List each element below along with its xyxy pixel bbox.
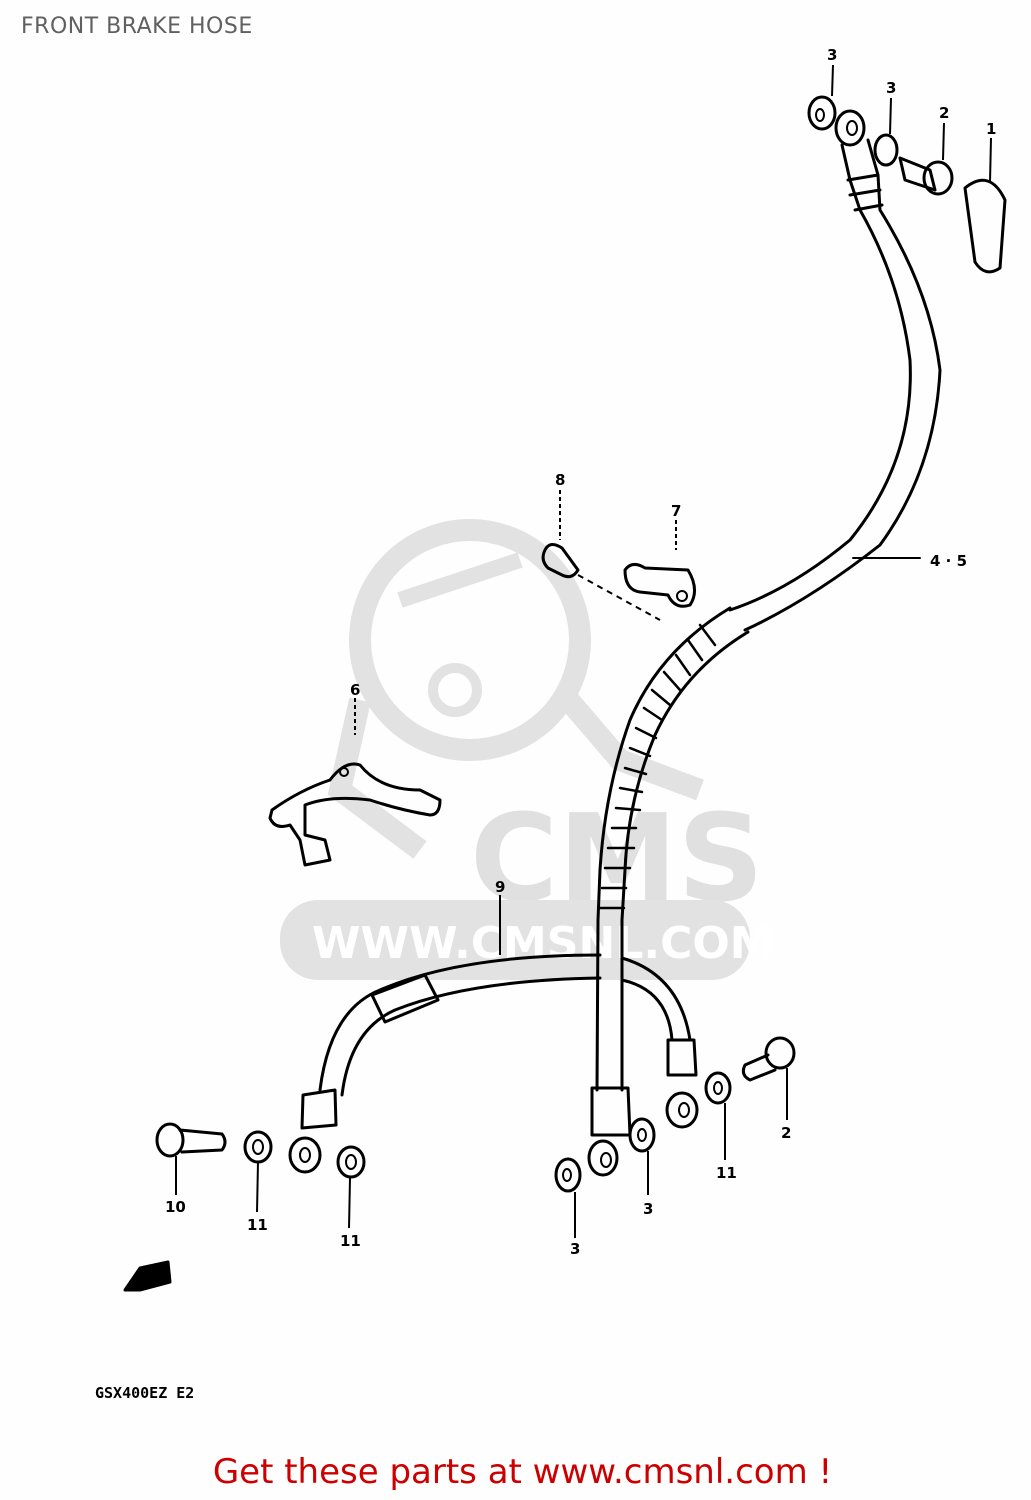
- watermark-url: WWW.CMSNL.COM: [312, 918, 774, 969]
- callout-11: 11: [340, 1232, 361, 1250]
- model-code: GSX400EZ E2: [95, 1384, 194, 1402]
- callout-10: 10: [165, 1198, 186, 1216]
- page-title: FRONT BRAKE HOSE: [21, 14, 253, 39]
- callout-labels: 3 3 2 1 4 · 5 8 7 6 9 10 11 11 3 3 11 2: [165, 46, 996, 1258]
- callout-8: 8: [555, 471, 565, 489]
- callout-2: 2: [781, 1124, 791, 1142]
- callout-3: 3: [570, 1240, 580, 1258]
- callout-1: 1: [986, 120, 996, 138]
- callout-4-5: 4 · 5: [930, 552, 967, 570]
- callout-3: 3: [886, 79, 896, 97]
- callout-9: 9: [495, 878, 505, 896]
- callout-3: 3: [827, 46, 837, 64]
- callout-3: 3: [643, 1200, 653, 1218]
- leader-lines: [175, 64, 992, 1238]
- callout-2: 2: [939, 104, 949, 122]
- callout-7: 7: [671, 502, 681, 520]
- footer-text[interactable]: Get these parts at www.cmsnl.com !: [212, 1452, 833, 1492]
- watermark: [327, 519, 704, 859]
- parts-line-art: [123, 95, 1007, 1292]
- callout-11: 11: [716, 1164, 737, 1182]
- callout-11: 11: [247, 1216, 268, 1234]
- callout-6: 6: [350, 681, 360, 699]
- watermark-logo: CMS WWW.CMSNL.COM: [280, 790, 774, 980]
- footer-link-text[interactable]: Get these parts at www.cmsnl.com !: [0, 1452, 1031, 1492]
